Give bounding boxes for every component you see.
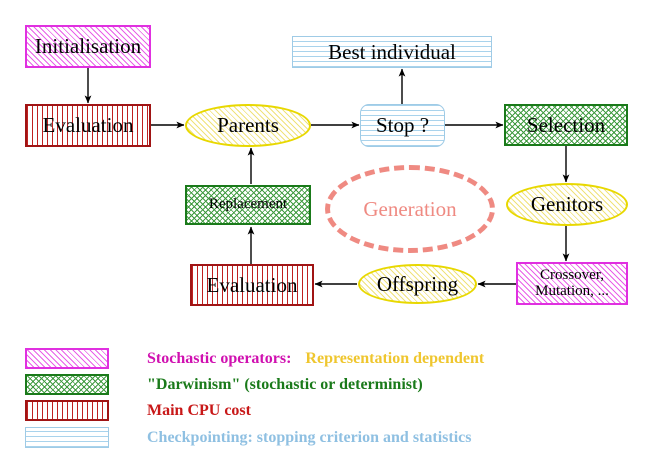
node-offspring[interactable]: Offspring [358,264,477,304]
node-stop-label: Stop ? [375,113,430,138]
node-parents[interactable]: Parents [185,104,311,147]
node-evaluation-bottom-label: Evaluation [206,272,298,297]
node-genitors[interactable]: Genitors [506,183,628,226]
legend-text-stochastic-operators: Stochastic operators: [147,349,292,367]
node-selection[interactable]: Selection [504,104,628,146]
legend-swatch-green-cross-hatch [25,374,109,395]
node-crossover-mutation[interactable]: Crossover, Mutation, ... [516,262,628,305]
legend-swatch-blue-horizontal-hatch [25,427,109,448]
node-initialisation-label: Initialisation [34,34,142,59]
node-evaluation-top-label: Evaluation [42,113,134,138]
legend-swatch-magenta-diagonal-hatch [25,348,109,369]
legend-row-main-cpu-cost: Main CPU cost [25,400,251,421]
node-evaluation-top[interactable]: Evaluation [25,104,151,147]
node-crossover-line2: Mutation, ... [535,282,609,299]
legend-row-darwinism: "Darwinism" (stochastic or determinist) [25,374,423,395]
legend-swatch-red-vertical-hatch [25,400,109,421]
legend-row-checkpointing: Checkpointing: stopping criterion and st… [25,427,471,448]
node-best-individual[interactable]: Best individual [292,36,492,68]
node-replacement[interactable]: Replacement [185,185,311,225]
node-selection-label: Selection [526,112,606,137]
node-evaluation-bottom[interactable]: Evaluation [190,264,314,306]
node-crossover-line1: Crossover, [540,266,604,283]
node-genitors-label: Genitors [530,192,604,217]
legend-label-darwinism: "Darwinism" (stochastic or determinist) [147,375,423,393]
legend-text-representation-dependent: Representation dependent [305,349,485,367]
node-generation-label: Generation [363,196,457,221]
node-initialisation[interactable]: Initialisation [25,25,151,68]
node-best-individual-label: Best individual [328,39,456,64]
node-parents-label: Parents [217,113,279,138]
legend-row-stochastic-operators: Stochastic operators: Representation depe… [25,348,484,369]
node-offspring-label: Offspring [376,271,459,296]
legend-label-stochastic-operators: Stochastic operators: Representation depe… [147,350,484,368]
legend-label-checkpointing: Checkpointing: stopping criterion and st… [147,428,472,446]
node-replacement-label: Replacement [208,196,288,213]
legend-label-main-cpu-cost: Main CPU cost [147,401,251,419]
node-generation-loop: Generation [325,165,495,253]
node-stop[interactable]: Stop ? [360,104,445,147]
